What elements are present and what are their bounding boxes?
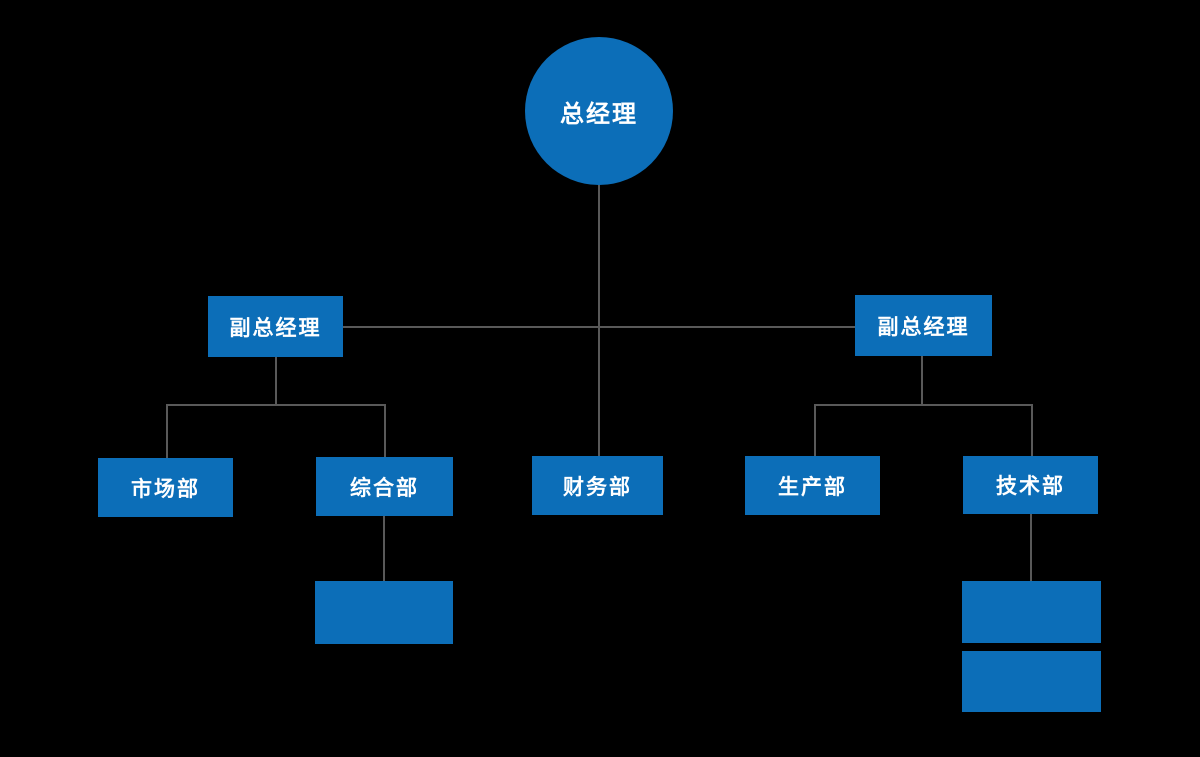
connector-drop-technology: [1031, 404, 1033, 456]
node-dept-finance: 财务部: [532, 456, 663, 515]
node-dept-production-label: 生产部: [778, 475, 847, 499]
connector-drop-production: [814, 404, 816, 456]
node-deputy-manager-left-label: 副总经理: [229, 316, 322, 340]
node-deputy-manager-right: 副总经理: [855, 295, 992, 356]
node-dept-production: 生产部: [745, 456, 880, 515]
node-dept-general-affairs-label: 综合部: [350, 476, 419, 500]
node-dept-technology-label: 技术部: [996, 475, 1065, 498]
node-unlabeled-under-general-affairs: [315, 581, 453, 644]
connector-drop-general-affairs: [384, 404, 386, 458]
node-general-manager: 总经理: [525, 37, 673, 185]
node-deputy-manager-right-label: 副总经理: [877, 315, 970, 339]
connector-trunk-vertical: [598, 180, 600, 456]
connector-general-affairs-child-stub: [383, 516, 385, 581]
node-deputy-manager-left: 副总经理: [208, 296, 343, 357]
node-dept-marketing-label: 市场部: [131, 477, 200, 501]
connector-right-vp-stub: [921, 356, 923, 405]
node-general-manager-label: 总经理: [560, 100, 638, 128]
connector-left-branch-horizontal: [166, 404, 386, 406]
connector-left-vp-stub: [275, 357, 277, 405]
connector-technology-child-stub: [1030, 513, 1032, 581]
connector-main-horizontal: [343, 326, 855, 328]
node-dept-general-affairs: 综合部: [316, 457, 453, 516]
node-unlabeled-under-technology-1: [962, 581, 1101, 643]
node-unlabeled-under-technology-2: [962, 651, 1101, 712]
node-dept-marketing: 市场部: [98, 458, 233, 517]
node-dept-technology: 技术部: [963, 456, 1098, 514]
connector-drop-marketing: [166, 404, 168, 458]
node-dept-finance-label: 财务部: [563, 475, 632, 499]
connector-right-branch-horizontal: [814, 404, 1033, 406]
